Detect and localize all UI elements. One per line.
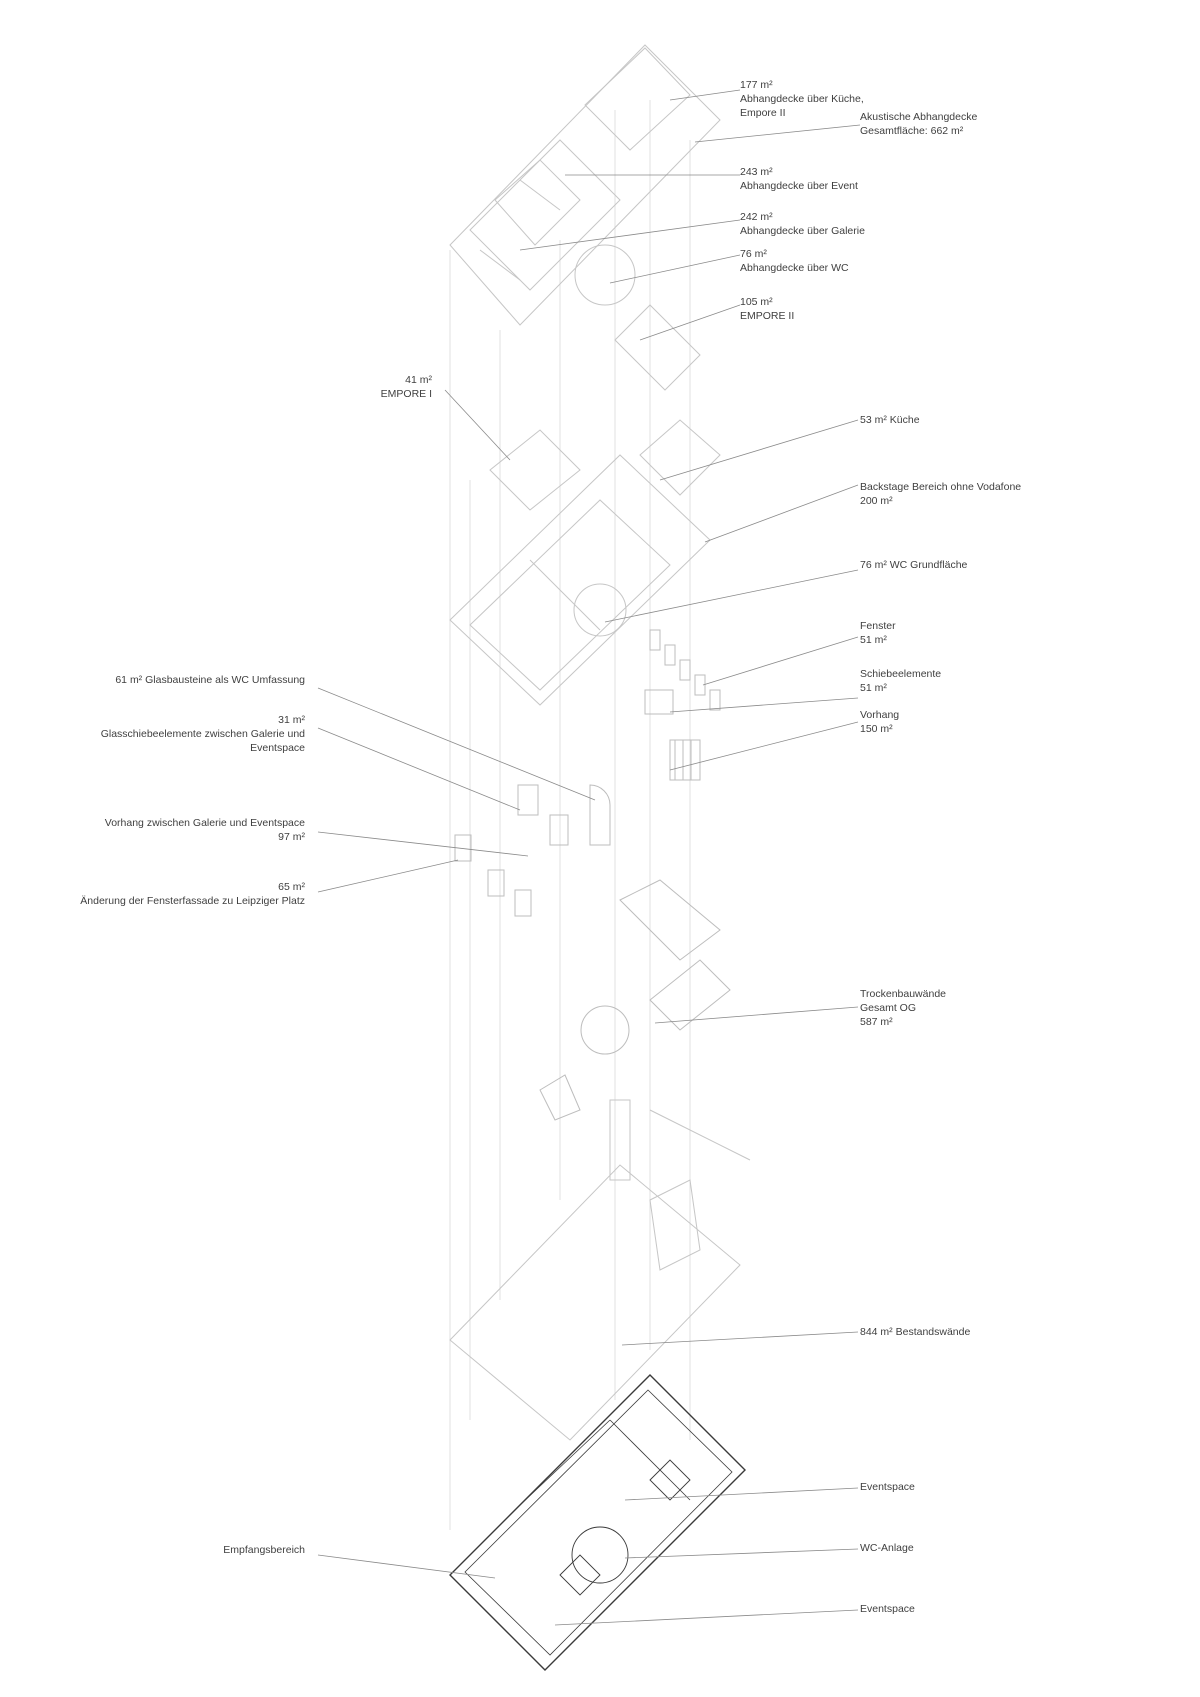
floor-plan-layer	[449, 454, 711, 706]
label-line: WC-Anlage	[860, 1542, 914, 1554]
area-value: 177 m²	[740, 79, 773, 91]
label-empore-i: 41 m² EMPORE I	[381, 373, 432, 401]
drywall-layer	[539, 879, 731, 1121]
label-eventspace-2: Eventspace	[860, 1602, 915, 1616]
label-line: Akustische Abhangdecke	[860, 111, 978, 123]
label-line: Gesamtfläche: 662 m²	[860, 125, 964, 137]
label-reception: Empfangsbereich	[223, 1543, 305, 1557]
label-line: Glasschiebeelemente zwischen Galerie und	[100, 728, 305, 740]
leader-lines	[317, 89, 861, 1626]
label-line: Backstage Bereich ohne Vodafone	[860, 481, 1022, 493]
label-line: Abhangdecke über WC	[740, 262, 849, 274]
label-wc-floor: 76 m² WC Grundfläche	[860, 558, 967, 572]
label-line: 150 m²	[860, 723, 893, 735]
label-line: EMPORE I	[380, 388, 432, 400]
window-elements	[644, 629, 721, 781]
label-line: Eventspace	[860, 1481, 915, 1493]
label-line: Abhangdecke über Galerie	[740, 225, 865, 237]
ground-floor-plan	[449, 1374, 746, 1671]
area-value: 243 m²	[740, 166, 773, 178]
label-eventspace-1: Eventspace	[860, 1480, 915, 1494]
label-line: EMPORE II	[740, 310, 795, 322]
label-line: Empore II	[740, 107, 786, 119]
projection-lines	[449, 100, 691, 1530]
label-line: Gesamt OG	[860, 1002, 917, 1014]
label-curtain: Vorhang 150 m²	[860, 708, 899, 736]
empore-layer	[489, 419, 721, 511]
label-windows: Fenster 51 m²	[860, 619, 896, 647]
label-event-ceiling: 243 m² Abhangdecke über Event	[740, 165, 858, 193]
label-line: Trockenbauwände	[860, 988, 946, 1000]
existing-walls-layer	[449, 1099, 751, 1441]
area-value: 242 m²	[740, 211, 773, 223]
ceiling-layer	[449, 44, 721, 391]
label-glass-blocks: 61 m² Glasbausteine als WC Umfassung	[115, 673, 305, 687]
area-value: 76 m²	[740, 248, 767, 260]
label-facade: 65 m² Änderung der Fensterfassade zu Lei…	[80, 880, 305, 908]
label-line: Vorhang	[860, 709, 900, 721]
label-line: Schiebeelemente	[860, 668, 942, 680]
label-empore-ii: 105 m² EMPORE II	[740, 295, 794, 323]
label-kueche-empore-ceiling: 177 m² Abhangdecke über Küche, Empore II	[740, 78, 864, 120]
label-line: Abhangdecke über Küche,	[740, 93, 864, 105]
label-line: Vorhang zwischen Galerie und Eventspace	[104, 817, 305, 829]
label-line: Eventspace	[860, 1603, 915, 1615]
label-wc-facility: WC-Anlage	[860, 1541, 914, 1555]
label-line: 844 m² Bestandswände	[860, 1326, 971, 1338]
label-gallery-ceiling: 242 m² Abhangdecke über Galerie	[740, 210, 865, 238]
label-backstage: Backstage Bereich ohne Vodafone 200 m²	[860, 480, 1021, 508]
label-line: 200 m²	[860, 495, 893, 507]
area-value: 65 m²	[278, 881, 305, 893]
label-kitchen: 53 m² Küche	[860, 413, 920, 427]
label-line: Eventspace	[250, 742, 305, 754]
label-line: 97 m²	[278, 831, 305, 843]
label-line: 587 m²	[860, 1016, 893, 1028]
label-line: Empfangsbereich	[223, 1544, 305, 1556]
label-line: 51 m²	[860, 634, 887, 646]
label-gallery-curtain: Vorhang zwischen Galerie und Eventspace …	[105, 816, 305, 844]
label-sliding-elements: Schiebeelemente 51 m²	[860, 667, 941, 695]
label-line: Fenster	[860, 620, 896, 632]
label-line: 61 m² Glasbausteine als WC Umfassung	[115, 674, 305, 686]
area-value: 105 m²	[740, 296, 773, 308]
label-line: Änderung der Fensterfassade zu Leipziger…	[80, 895, 305, 907]
label-glass-sliding: 31 m² Glasschiebeelemente zwischen Galer…	[101, 713, 305, 755]
label-line: 53 m² Küche	[860, 414, 920, 426]
area-value: 41 m²	[405, 374, 432, 386]
label-drywalls: Trockenbauwände Gesamt OG 587 m²	[860, 987, 946, 1029]
area-value: 31 m²	[278, 714, 305, 726]
label-acoustic-ceiling: Akustische Abhangdecke Gesamtfläche: 662…	[860, 110, 977, 138]
label-line: 76 m² WC Grundfläche	[860, 559, 968, 571]
label-wc-ceiling: 76 m² Abhangdecke über WC	[740, 247, 849, 275]
label-existing-walls: 844 m² Bestandswände	[860, 1325, 970, 1339]
label-line: 51 m²	[860, 682, 887, 694]
label-line: Abhangdecke über Event	[740, 180, 858, 192]
